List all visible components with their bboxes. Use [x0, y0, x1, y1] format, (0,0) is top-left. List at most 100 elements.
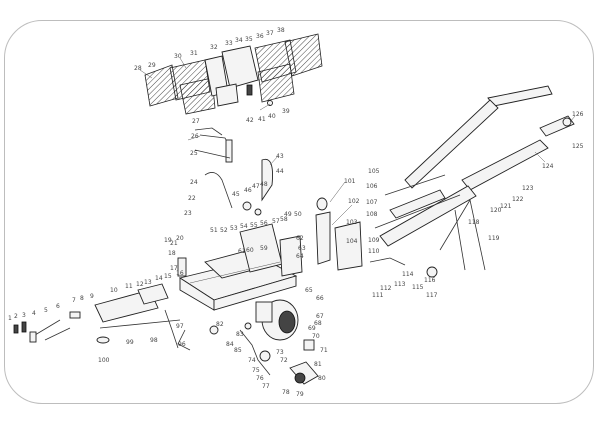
callout-75: 75 — [252, 367, 260, 374]
callout-4: 4 — [32, 310, 36, 317]
callout-72: 72 — [280, 357, 288, 364]
callout-1: 1 — [8, 315, 12, 322]
cylinder-cap — [137, 283, 169, 305]
callout-37: 37 — [266, 30, 274, 37]
beam-rail — [189, 261, 281, 284]
engine-assembly — [209, 299, 319, 385]
callout-96: 96 — [178, 341, 186, 348]
tray-rail-right — [461, 139, 549, 191]
tank-cap — [303, 339, 315, 351]
callout-99: 99 — [126, 339, 134, 346]
callout-26: 26 — [191, 133, 199, 140]
callout-125: 125 — [572, 143, 584, 150]
tray-side-plate — [389, 189, 446, 219]
callout-21: 21 — [170, 240, 178, 247]
lever-assembly — [194, 127, 273, 216]
right-mesh-panel-lower — [257, 63, 295, 103]
callout-80: 80 — [318, 375, 326, 382]
guard-bolt — [267, 100, 273, 106]
callout-32: 32 — [210, 44, 218, 51]
beam-side-front — [213, 275, 297, 311]
callout-45: 45 — [232, 191, 240, 198]
callout-labels: 28 29 30 31 32 33 34 35 36 37 38 39 40 4… — [8, 27, 584, 398]
callout-10: 10 — [110, 287, 118, 294]
callout-105: 105 — [368, 168, 380, 175]
tray-stand-brace — [454, 209, 466, 271]
callout-83: 83 — [236, 331, 244, 338]
callout-107: 107 — [366, 199, 378, 206]
callout-73: 73 — [276, 349, 284, 356]
callout-27: 27 — [192, 118, 200, 125]
callout-19: 19 — [164, 237, 172, 244]
callout-113: 113 — [394, 281, 406, 288]
callout-77: 77 — [262, 383, 270, 390]
callout-59: 59 — [260, 245, 268, 252]
callout-41: 41 — [258, 116, 266, 123]
callout-44: 44 — [276, 168, 284, 175]
callout-108: 108 — [366, 211, 378, 218]
callout-79: 79 — [296, 391, 304, 398]
callout-5: 5 — [44, 307, 48, 314]
callout-106: 106 — [366, 183, 378, 190]
callout-14: 14 — [155, 275, 163, 282]
tray-pin — [562, 117, 572, 127]
guard-assembly — [144, 33, 323, 115]
callout-76: 76 — [256, 375, 264, 382]
callout-56: 56 — [260, 220, 268, 227]
leader-lines — [139, 57, 576, 226]
callout-61: 61 — [238, 248, 246, 255]
callout-62: 62 — [296, 235, 304, 242]
callout-38: 38 — [277, 27, 285, 34]
callout-110: 110 — [368, 248, 380, 255]
callout-118: 118 — [468, 219, 480, 226]
callout-104: 104 — [346, 238, 358, 245]
callout-69: 69 — [308, 325, 316, 332]
piston-rod — [99, 319, 181, 329]
callout-25: 25 — [190, 150, 198, 157]
callout-82: 82 — [216, 321, 224, 328]
callout-22: 22 — [188, 195, 196, 202]
callout-17: 17 — [170, 265, 178, 272]
callout-6: 6 — [56, 303, 60, 310]
callout-81: 81 — [314, 361, 322, 368]
rod-end — [96, 336, 110, 344]
tray-link — [369, 257, 406, 266]
callout-100: 100 — [98, 357, 110, 364]
guard-center-plate — [215, 83, 239, 107]
tray-bar-2 — [374, 194, 461, 229]
callout-3: 3 — [22, 312, 26, 319]
callout-97: 97 — [176, 323, 184, 330]
callout-63: 63 — [298, 245, 306, 252]
fitting-2 — [21, 321, 27, 333]
callout-7: 7 — [72, 297, 76, 304]
callout-12: 12 — [136, 281, 144, 288]
callout-2: 2 — [14, 313, 18, 320]
callout-11: 11 — [125, 283, 133, 290]
callout-111: 111 — [372, 292, 384, 299]
callout-15: 15 — [164, 273, 172, 280]
callout-123: 123 — [522, 185, 534, 192]
beam-bracket — [177, 257, 187, 277]
callout-36: 36 — [256, 33, 264, 40]
lever-spring — [254, 208, 262, 216]
callout-121: 121 — [500, 203, 512, 210]
callout-29: 29 — [148, 62, 156, 69]
tray-rail-top — [487, 85, 553, 107]
callout-13: 13 — [144, 279, 152, 286]
callout-35: 35 — [245, 36, 253, 43]
washer — [209, 325, 219, 335]
hose-b — [44, 327, 71, 341]
callout-40: 40 — [268, 113, 276, 120]
callout-101: 101 — [344, 178, 356, 185]
left-mesh-panel-lower — [179, 77, 216, 115]
lever-arm — [194, 149, 231, 159]
stand-post — [315, 211, 331, 265]
guard-center-box — [221, 45, 259, 89]
axle-bracket — [255, 301, 273, 323]
guard-latch — [246, 84, 253, 96]
tray-wheel — [426, 266, 438, 278]
callout-50: 50 — [294, 211, 302, 218]
callout-67: 67 — [316, 313, 324, 320]
callout-126: 126 — [572, 111, 584, 118]
callout-115: 115 — [412, 284, 424, 291]
